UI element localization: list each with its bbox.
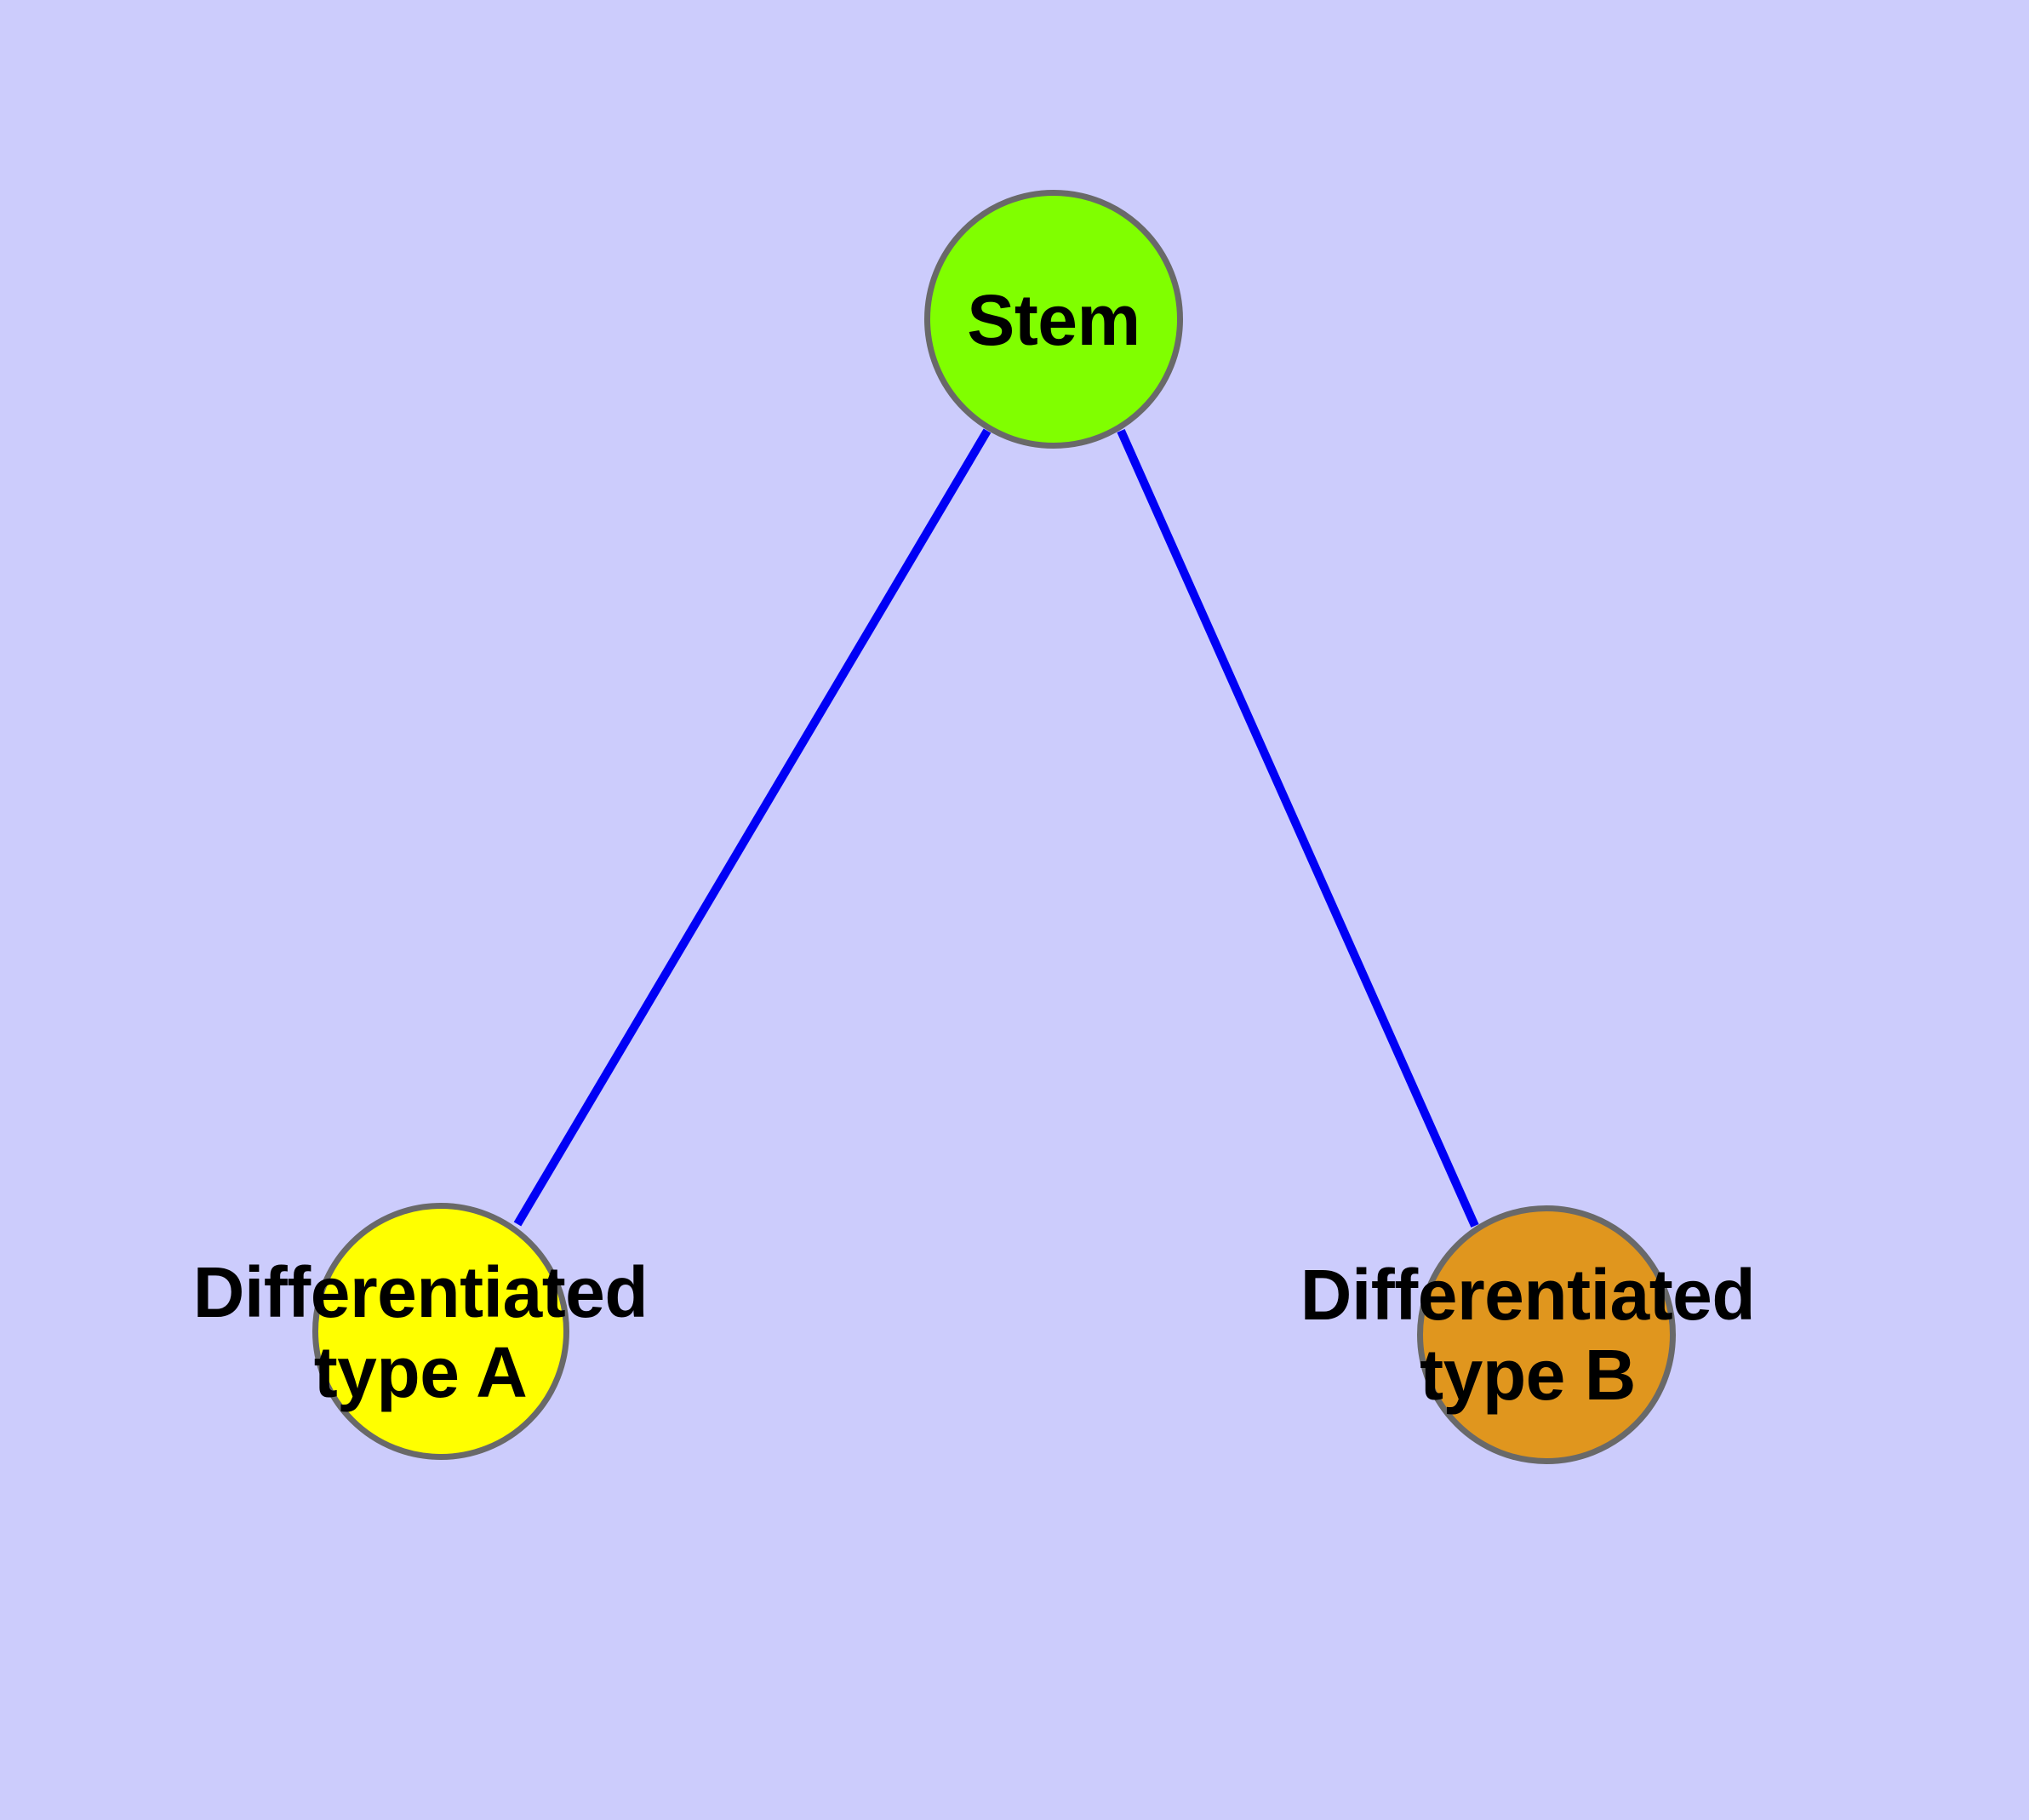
node-label-differentiated-type-b: Differentiated type B [1300,1255,1756,1416]
edge-stem-to-diff-a[interactable] [513,428,992,1227]
node-differentiated-type-a[interactable] [312,1203,569,1460]
edge-stem-to-diff-b[interactable] [1117,428,1479,1228]
node-stem[interactable] [924,190,1183,449]
node-label-differentiated-type-a: Differentiated type A [192,1252,649,1413]
node-differentiated-type-b[interactable] [1417,1205,1676,1464]
node-label-stem: Stem [967,280,1140,360]
